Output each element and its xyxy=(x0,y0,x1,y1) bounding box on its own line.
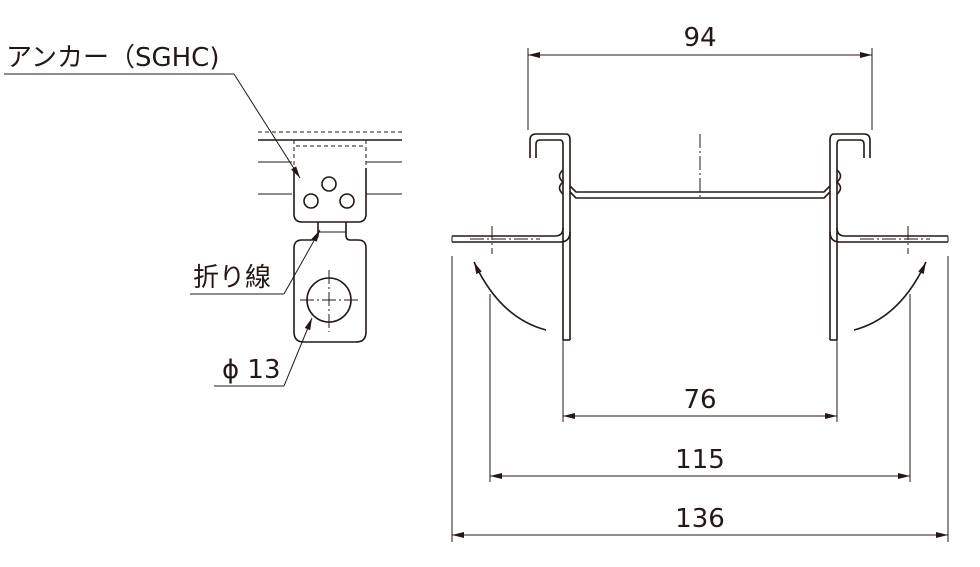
dim-overall: 136 xyxy=(451,256,949,542)
dim-top: 94 xyxy=(527,23,873,130)
tray-bottom-lower xyxy=(569,191,831,199)
plate-outline xyxy=(293,168,367,223)
anchor-label: アンカー（SGHC) xyxy=(6,43,219,73)
hole-callout: ϕ 13 xyxy=(214,317,313,387)
right-bend-arrow xyxy=(853,261,927,331)
fold-neck xyxy=(317,222,347,235)
left-corrugation xyxy=(558,169,565,195)
dim-inner-value: 76 xyxy=(683,385,716,415)
fold-line-callout: 折り線 xyxy=(190,229,321,295)
bolt-hole-top xyxy=(321,176,337,192)
left-flange-bottom xyxy=(452,231,571,243)
dim-inner: 76 xyxy=(562,340,838,422)
bend-arrows xyxy=(473,261,927,331)
right-flange-bottom xyxy=(829,231,948,243)
right-wall-outer xyxy=(829,133,871,340)
dim-mid-value: 115 xyxy=(675,445,725,475)
dim-top-value: 94 xyxy=(683,23,716,53)
left-wall-outer xyxy=(529,133,571,340)
channel-body xyxy=(529,133,871,341)
hole-leader xyxy=(283,317,313,387)
dim-overall-value: 136 xyxy=(675,504,725,534)
anchor-leader xyxy=(233,73,301,179)
left-flange-top xyxy=(452,227,564,237)
fold-leader xyxy=(283,229,321,295)
fold-line-label: 折り線 xyxy=(193,263,271,293)
anchor-callout: アンカー（SGHC) xyxy=(4,43,301,179)
right-flange-top xyxy=(836,227,948,237)
hole-label: ϕ 13 xyxy=(222,355,281,385)
right-corrugation xyxy=(835,169,842,195)
anchor-detail: アンカー（SGHC) xyxy=(4,43,402,387)
dim-mid: 115 xyxy=(489,294,911,482)
right-wall-inner xyxy=(836,139,865,340)
rail-lines xyxy=(258,131,402,195)
left-bend-arrow xyxy=(473,261,547,331)
anchor-upper-plate xyxy=(293,140,367,223)
tab-outline xyxy=(293,234,367,343)
bolt-hole-left xyxy=(303,193,319,209)
anchor-flanges xyxy=(451,226,949,254)
anchor-lower-tab xyxy=(293,234,367,343)
bolt-hole-right xyxy=(339,193,355,209)
left-wall-inner xyxy=(535,139,564,340)
section-view: 94 xyxy=(451,23,949,542)
